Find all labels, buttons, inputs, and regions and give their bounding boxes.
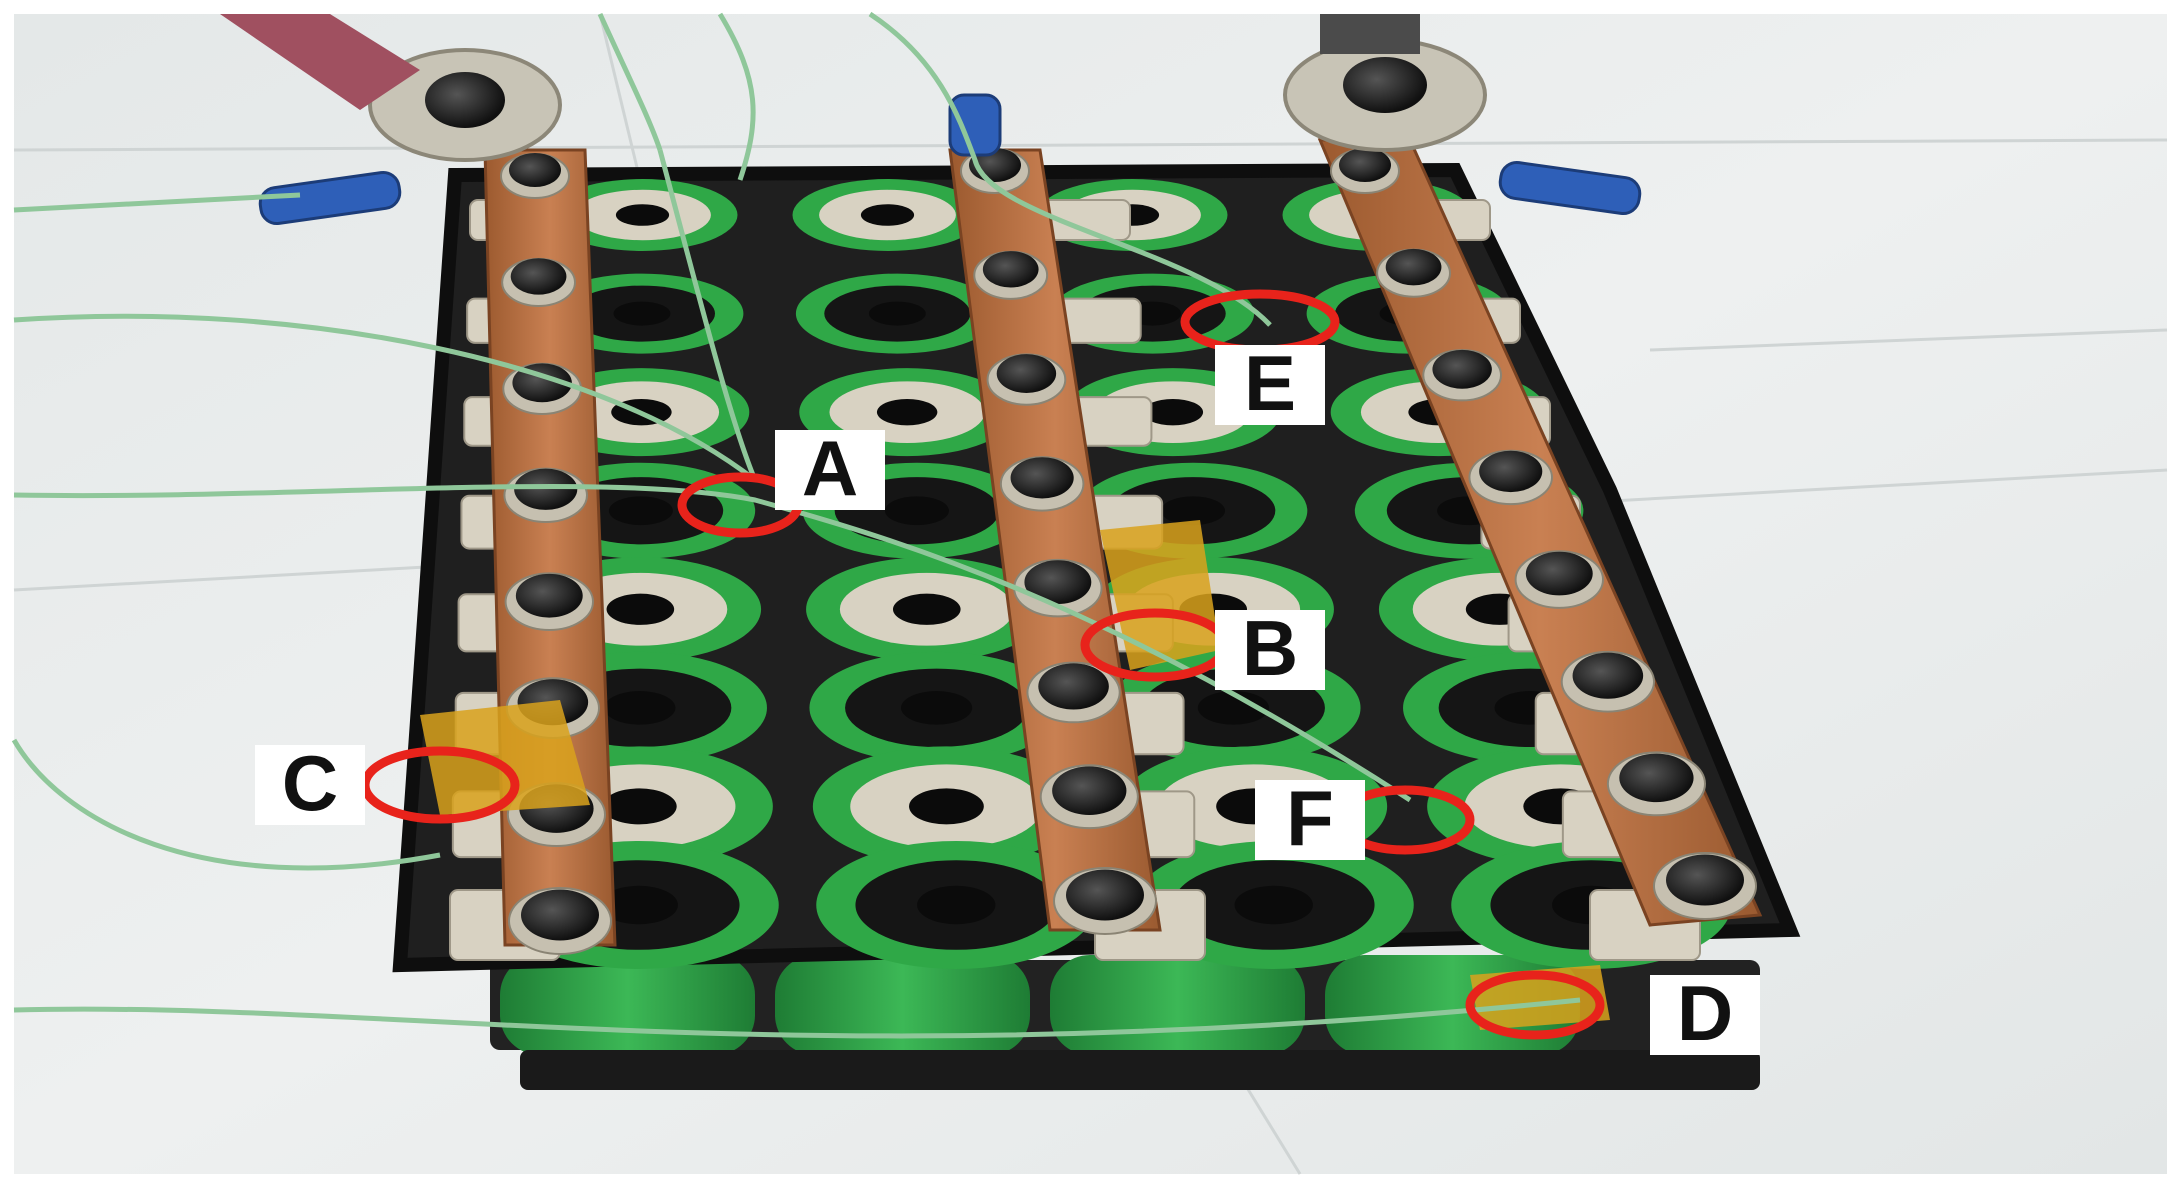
marker-label: A (802, 424, 858, 512)
cell-top (547, 179, 738, 251)
marker-label: E (1244, 339, 1296, 427)
marker-ring (1465, 970, 1605, 1040)
blue-ring-connectors (258, 93, 1642, 225)
main-terminals (220, 14, 1487, 162)
bolt-head (1432, 349, 1492, 389)
bolt-head (1385, 248, 1442, 286)
red-cable (220, 14, 420, 110)
marker-label-box (1215, 345, 1325, 425)
cell-top (812, 746, 1080, 867)
bolt-head (1666, 854, 1744, 906)
marker-label: B (1242, 604, 1298, 692)
busbar-middle (948, 148, 1162, 932)
cell-top (1133, 841, 1414, 969)
bolt-head (509, 153, 561, 187)
bolt-head (1479, 450, 1543, 493)
bolt-head (1052, 766, 1127, 815)
cell-top (809, 651, 1064, 764)
bolt-head (521, 889, 599, 941)
annotation-markers: A B C D E F (255, 289, 1760, 1057)
marker-label-box (775, 430, 885, 510)
marker-label: F (1286, 774, 1334, 862)
bolt-head (1024, 560, 1092, 605)
marker-label-box (1650, 975, 1760, 1055)
cell-top (806, 557, 1048, 662)
marker-b: B (1080, 604, 1325, 692)
cell-top (795, 273, 999, 354)
bolt-head (982, 251, 1039, 288)
bolt-head (1339, 148, 1391, 182)
cell-top (792, 179, 983, 251)
marker-c: C (255, 739, 520, 827)
bolt-head (1525, 551, 1593, 596)
bolt-head (1038, 663, 1109, 710)
marker-d: D (1465, 969, 1760, 1057)
marker-label: D (1677, 969, 1733, 1057)
cell-top (816, 841, 1097, 969)
bolt-head (514, 468, 578, 510)
bolt-head (1619, 753, 1694, 803)
bolt-head (510, 258, 567, 295)
bolt-head (1572, 652, 1644, 699)
marker-label-box (1255, 780, 1365, 860)
marker-label-box (1215, 610, 1325, 690)
marker-label-box (255, 745, 365, 825)
thermocouple-wires (11, 11, 1581, 1039)
bolt-head (996, 354, 1057, 394)
marker-label: C (282, 739, 338, 827)
marker-e: E (1180, 289, 1340, 427)
busbar-bolts (500, 148, 1757, 955)
bolt-head (1066, 869, 1144, 921)
bolt-head (515, 573, 583, 618)
marker-a: A (677, 424, 885, 538)
marker-f: F (1255, 774, 1475, 862)
bolt-head (1010, 457, 1074, 499)
